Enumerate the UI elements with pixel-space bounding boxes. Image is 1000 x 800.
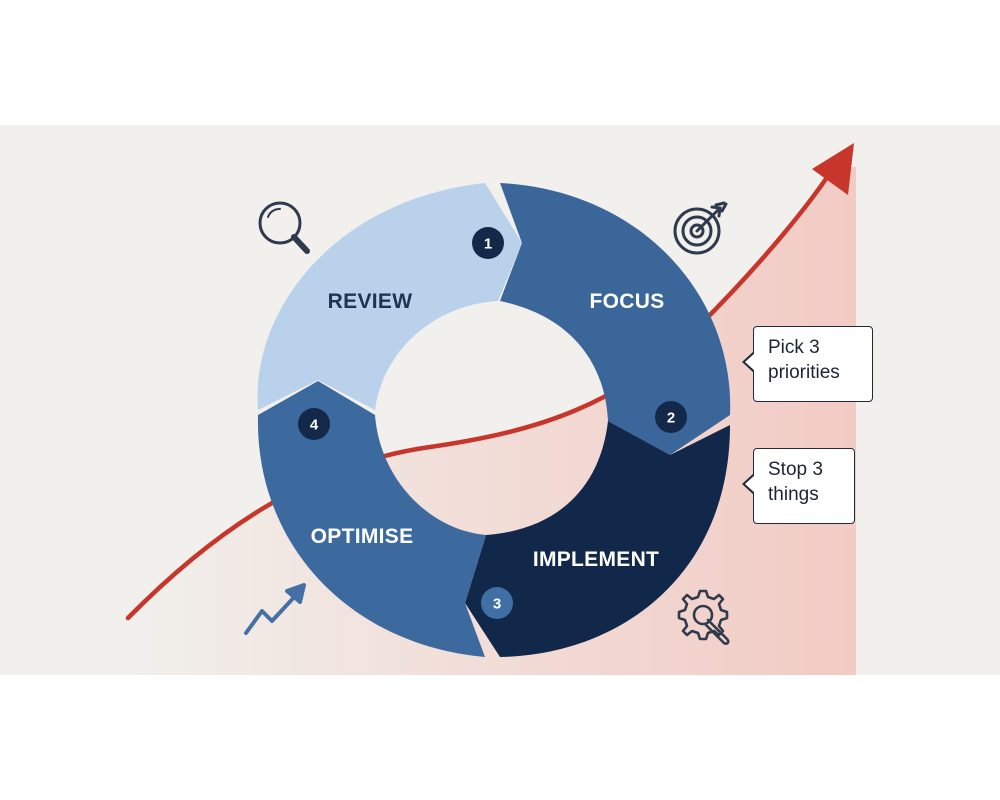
- segment-label-review: REVIEW: [328, 290, 413, 313]
- step-number-2: 2: [667, 410, 675, 427]
- trend-arrow-icon: [244, 583, 306, 635]
- cycle-segment-focus[interactable]: [500, 183, 731, 455]
- cycle-diagram: REVIEW FOCUS IMPLEMENT OPTIMISE 1 2 3 4: [125, 143, 856, 675]
- step-badge-1: 1: [472, 227, 504, 259]
- growth-line: [125, 170, 833, 621]
- cycle-segment-implement[interactable]: [465, 421, 730, 657]
- diagram-canvas: REVIEW FOCUS IMPLEMENT OPTIMISE 1 2 3 4: [0, 125, 1000, 675]
- step-number-1: 1: [484, 236, 492, 253]
- segment-label-optimise: OPTIMISE: [311, 525, 414, 548]
- gear-wrench-icon: [677, 589, 730, 645]
- segment-label-implement: IMPLEMENT: [533, 548, 659, 571]
- cycle-segment-review[interactable]: [257, 183, 522, 410]
- step-badge-3: 3: [481, 587, 513, 619]
- callout-stop-things: Stop 3 things: [742, 448, 855, 524]
- cycle-segment-optimise[interactable]: [257, 381, 486, 657]
- segment-label-focus: FOCUS: [590, 290, 665, 313]
- callout-pick-priorities: Pick 3 priorities: [742, 326, 873, 402]
- step-number-3: 3: [493, 596, 501, 613]
- step-badge-4: 4: [298, 408, 330, 440]
- step-badge-2: 2: [655, 401, 687, 433]
- magnifier-icon: [258, 201, 310, 254]
- growth-arrowhead: [812, 143, 854, 195]
- target-icon: [673, 201, 728, 255]
- step-number-4: 4: [310, 417, 319, 434]
